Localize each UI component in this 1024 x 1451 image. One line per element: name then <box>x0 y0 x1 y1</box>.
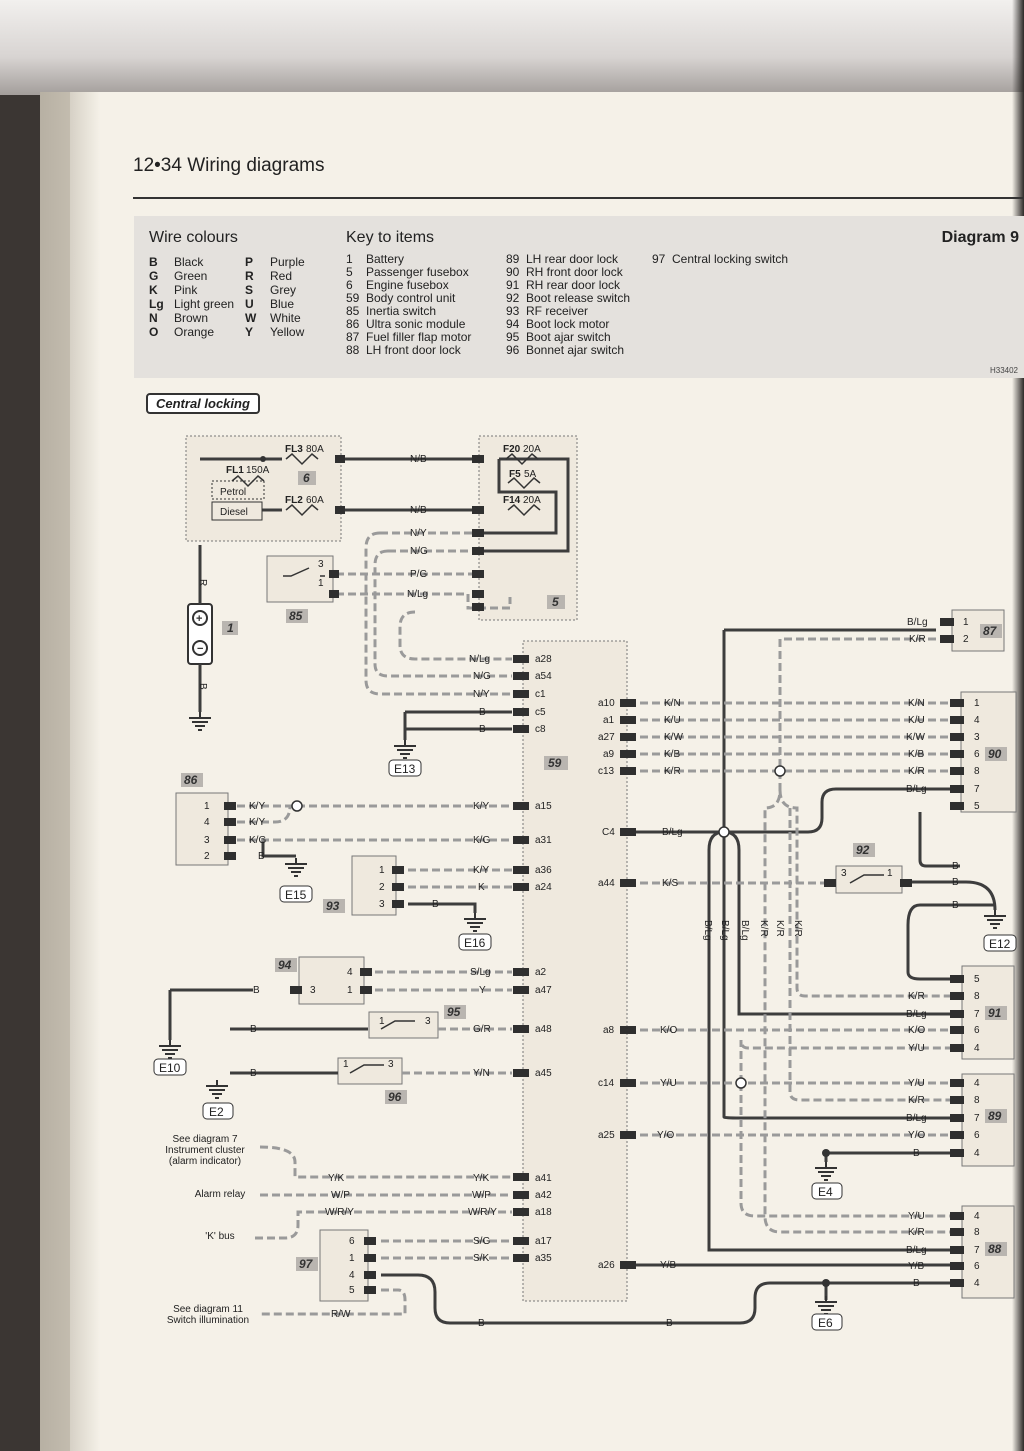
key-item: 87 Fuel filler flap motor <box>346 331 471 344</box>
key-item-number: 94 <box>506 317 520 331</box>
key-item-name: RH rear door lock <box>526 278 621 292</box>
key-item-number: 6 <box>346 278 353 292</box>
key-item: 85 Inertia switch <box>346 305 471 318</box>
key-item-name: RH front door lock <box>526 265 623 279</box>
wire-colour-code: Y <box>245 325 254 339</box>
wire-colour-row: O Orange Y Yellow <box>149 325 341 339</box>
scanner-background <box>0 0 1024 95</box>
key-column-1: 1 Battery 5 Passenger fusebox 6 Engine fuse… <box>346 253 471 357</box>
key-item: 1 Battery <box>346 253 471 266</box>
key-item-number: 93 <box>506 304 520 318</box>
key-item: 89 LH rear door lock <box>506 253 630 266</box>
wire-colour-code: Lg <box>149 297 164 311</box>
key-item: 92 Boot release switch <box>506 292 630 305</box>
key-item-number: 88 <box>346 343 360 357</box>
wire-colour-code: S <box>245 283 254 297</box>
wire-colour-row: Lg Light green U Blue <box>149 297 341 311</box>
wire-colour-code: K <box>149 283 158 297</box>
wire-colour-name: Grey <box>270 283 297 297</box>
wire-colour-name: Pink <box>174 283 198 297</box>
key-item-name: Battery <box>366 252 405 266</box>
key-item-name: Passenger fusebox <box>366 265 469 279</box>
page-header: 12•34 Wiring diagrams <box>133 155 325 176</box>
key-item-number: 97 <box>652 252 666 266</box>
wire-colour-row: B Black P Purple <box>149 255 341 269</box>
header-rule <box>133 197 1024 199</box>
wire-colour-name: Red <box>270 269 293 283</box>
key-item: 94 Boot lock motor <box>506 318 630 331</box>
wire-colour-code: W <box>245 311 257 325</box>
key-item-name: Fuel filler flap motor <box>366 330 472 344</box>
wire-colour-name: Green <box>174 269 208 283</box>
section-label-central-locking: Central locking <box>146 393 260 414</box>
key-item-name: Inertia switch <box>366 304 437 318</box>
wire-colour-code: B <box>149 255 158 269</box>
wire-colour-row: G Green R Red <box>149 269 341 283</box>
key-item-name: Boot lock motor <box>526 317 610 331</box>
key-item-number: 91 <box>506 278 520 292</box>
key-item: 95 Boot ajar switch <box>506 331 630 344</box>
key-item: 59 Body control unit <box>346 292 471 305</box>
key-item-name: Body control unit <box>366 291 456 305</box>
key-item-name: Boot release switch <box>526 291 631 305</box>
wire-colour-name: Brown <box>174 311 209 325</box>
key-column-2: 89 LH rear door lock 90 RH front door lock… <box>506 253 630 357</box>
wire-colour-name: Purple <box>270 255 305 269</box>
key-item-number: 87 <box>346 330 360 344</box>
key-item-number: 86 <box>346 317 360 331</box>
wire-colour-code: R <box>245 269 254 283</box>
wire-colour-name: Light green <box>174 297 235 311</box>
key-item-name: LH rear door lock <box>526 252 619 266</box>
wire-colour-code: G <box>149 269 159 283</box>
key-item-number: 1 <box>346 252 353 266</box>
wire-colour-row: K Pink S Grey <box>149 283 341 297</box>
key-item-number: 95 <box>506 330 520 344</box>
diagram-number-label: Diagram 9 <box>941 229 1019 246</box>
key-column-3: 97 Central locking switch <box>652 253 788 266</box>
wire-colours-title: Wire colours <box>149 229 238 246</box>
key-item-name: Boot ajar switch <box>526 330 611 344</box>
key-item-number: 59 <box>346 291 360 305</box>
key-item: 86 Ultra sonic module <box>346 318 471 331</box>
key-item-name: Central locking switch <box>672 252 789 266</box>
key-item: 93 RF receiver <box>506 305 630 318</box>
wire-colours-table: B Black P Purple G Green R Red K Pink S Grey L… <box>149 255 341 339</box>
wire-colour-row: N Brown W White <box>149 311 341 325</box>
key-item: 90 RH front door lock <box>506 266 630 279</box>
wire-colour-name: Blue <box>270 297 295 311</box>
key-item: 97 Central locking switch <box>652 253 788 266</box>
key-item: 91 RH rear door lock <box>506 279 630 292</box>
wire-colour-code: N <box>149 311 158 325</box>
key-item-number: 96 <box>506 343 520 357</box>
wire-colour-code: P <box>245 255 254 269</box>
reference-code: H33402 <box>989 366 1018 375</box>
wire-colour-name: Yellow <box>270 325 305 339</box>
wire-colour-name: Orange <box>174 325 215 339</box>
key-item-number: 85 <box>346 304 360 318</box>
page-gutter-shadow <box>40 92 100 1451</box>
key-item-number: 90 <box>506 265 520 279</box>
key-item-number: 5 <box>346 265 353 279</box>
wire-colour-name: White <box>270 311 301 325</box>
key-item: 96 Bonnet ajar switch <box>506 344 630 357</box>
key-panel <box>134 216 1024 378</box>
key-item-name: LH front door lock <box>366 343 461 357</box>
key-item-number: 89 <box>506 252 520 266</box>
key-item: 88 LH front door lock <box>346 344 471 357</box>
wire-colour-code: U <box>245 297 254 311</box>
wire-colour-name: Black <box>174 255 204 269</box>
key-item: 5 Passenger fusebox <box>346 266 471 279</box>
key-item-name: Bonnet ajar switch <box>526 343 625 357</box>
key-item-name: Ultra sonic module <box>366 317 466 331</box>
key-to-items-title: Key to items <box>346 229 435 246</box>
key-item: 6 Engine fusebox <box>346 279 471 292</box>
key-item-number: 92 <box>506 291 520 305</box>
key-item-name: RF receiver <box>526 304 589 318</box>
key-item-name: Engine fusebox <box>366 278 449 292</box>
wire-colour-code: O <box>149 325 159 339</box>
